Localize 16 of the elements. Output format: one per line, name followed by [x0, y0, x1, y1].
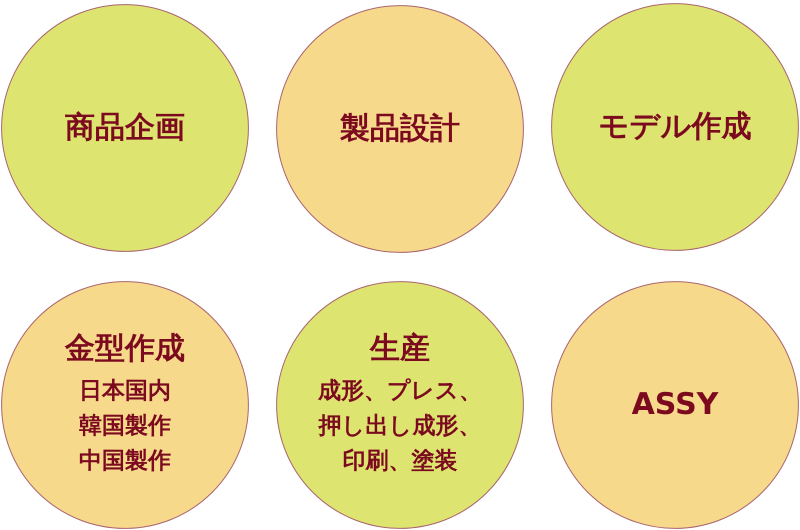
stage-circle: [276, 5, 524, 253]
stage-title: 生産: [370, 331, 430, 367]
stage-circle: [1, 4, 249, 252]
stage-detail: 中国製作: [79, 447, 171, 476]
stage-title: 金型作成: [65, 331, 185, 367]
stage-detail: 日本国内: [79, 377, 171, 406]
stage-circle: [1, 281, 249, 529]
stage-title: ASSY: [632, 387, 718, 423]
stage-title: モデル作成: [598, 109, 752, 145]
stage-title: 製品設計: [340, 111, 460, 147]
stage-detail: 成形、プレス、押し出し成形、印刷、塗装: [317, 377, 483, 476]
stage-circle: [551, 281, 799, 529]
stage-title: 商品企画: [65, 110, 185, 146]
stage-circle: [276, 281, 524, 529]
stage-circle: [551, 3, 799, 251]
stage-detail: 韓国製作: [79, 412, 171, 441]
